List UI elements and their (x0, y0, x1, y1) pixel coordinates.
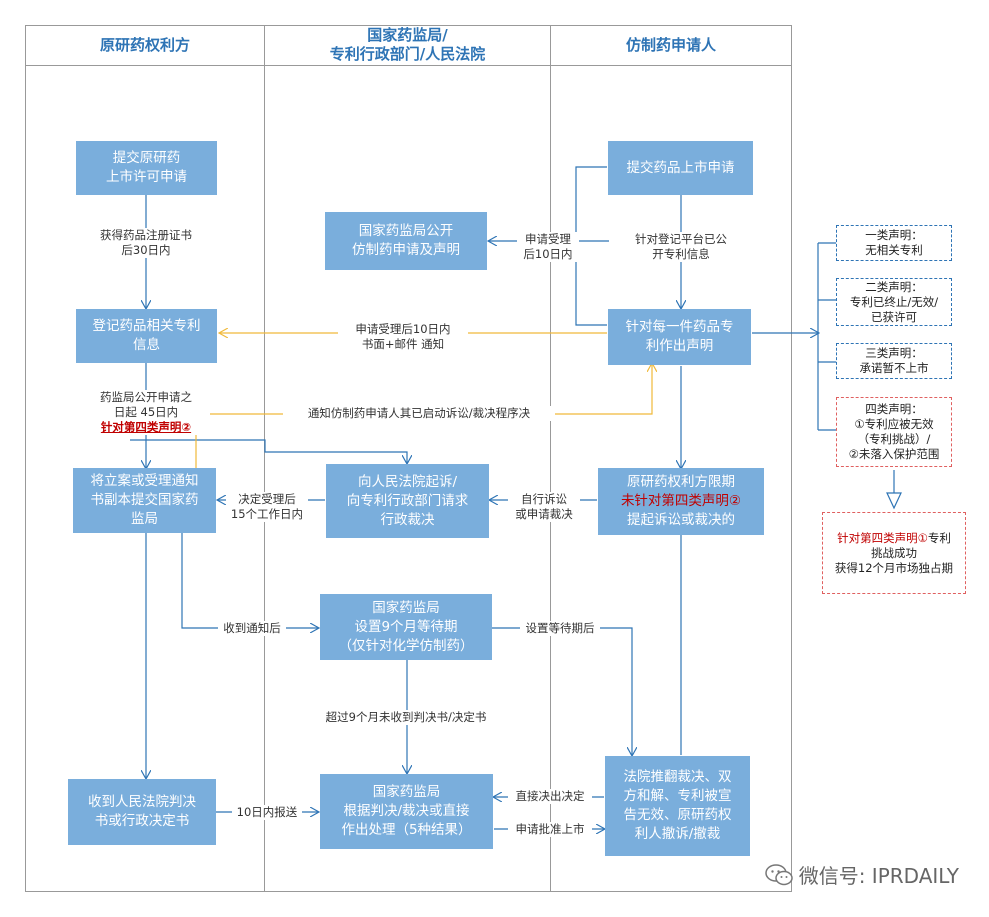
label-over-9-months: 超过9个月未收到判决书/决定书 (311, 710, 501, 725)
submit-original-drug-box: 提交原研药上市许可申请 (76, 141, 217, 195)
submit-drug-application-box: 提交药品上市申请 (608, 141, 753, 195)
label-approve-market: 申请批准上市 (508, 822, 592, 837)
waiting-period-box: 国家药监局设置9个月等待期（仅针对化学仿制药） (320, 594, 492, 660)
label-10-days-report: 10日内报送 (232, 805, 302, 820)
label-publish-45-days: 药监局公开申请之日起 45日内针对第四类声明② (82, 390, 210, 435)
label-self-litigation: 自行诉讼或申请裁决 (508, 492, 580, 522)
lane-header-original-right-holder: 原研药权利方 (99, 35, 190, 54)
label-direct-decision: 直接决出决定 (508, 789, 592, 804)
register-patent-box: 登记药品相关专利信息 (76, 309, 217, 363)
declaration-type-4: 四类声明：①专利应被无效（专利挑战）/②未落入保护范围 (836, 397, 952, 467)
declaration-type-2: 二类声明：专利已终止/无效/已获许可 (836, 278, 952, 326)
patent-declaration-box: 针对每一件药品专利作出声明 (608, 309, 751, 365)
label-written-notice: 申请受理后10日内书面+邮件 通知 (338, 322, 468, 352)
patent-challenge-result: 针对第四类声明①专利 挑战成功 获得12个月市场独占期 (822, 512, 966, 594)
label-notify-generic-applicant: 通知仿制药申请人其已启动诉讼/裁决程序决 (283, 406, 555, 421)
declaration-type-1: 一类声明：无相关专利 (836, 225, 952, 261)
lane-header-authorities: 国家药监局/专利行政部门/人民法院 (329, 26, 486, 63)
label-accept-10-days: 申请受理后10日内 (517, 232, 579, 262)
sue-or-ruling-box: 向人民法院起诉/向专利行政部门请求行政裁决 (326, 464, 489, 538)
label-after-notice: 收到通知后 (218, 621, 286, 636)
watermark: 微信号: IPRDAILY (764, 860, 959, 889)
nmpa-handle-box: 国家药监局根据判决/裁决或直接作出处理（5种结果） (320, 774, 493, 849)
receive-judgment-box: 收到人民法院判决书或行政决定书 (68, 779, 216, 845)
label-certificate-30-days: 获得药品注册证书后30日内 (86, 228, 206, 258)
wechat-icon (764, 863, 793, 885)
file-notice-box: 将立案或受理通知书副本提交国家药监局 (73, 468, 216, 533)
label-after-waiting-period: 设置等待期后 (520, 621, 600, 636)
declaration-type-3: 三类声明：承诺暂不上市 (836, 343, 952, 379)
nmpa-publish-box: 国家药监局公开仿制药申请及声明 (325, 212, 487, 270)
label-platform-patents: 针对登记平台已公开专利信息 (616, 232, 746, 262)
lane-header-generic-applicant: 仿制药申请人 (625, 35, 716, 54)
court-outcome-box: 法院推翻裁决、双方和解、专利被宣告无效、原研药权利人撤诉/撤裁 (605, 756, 750, 856)
